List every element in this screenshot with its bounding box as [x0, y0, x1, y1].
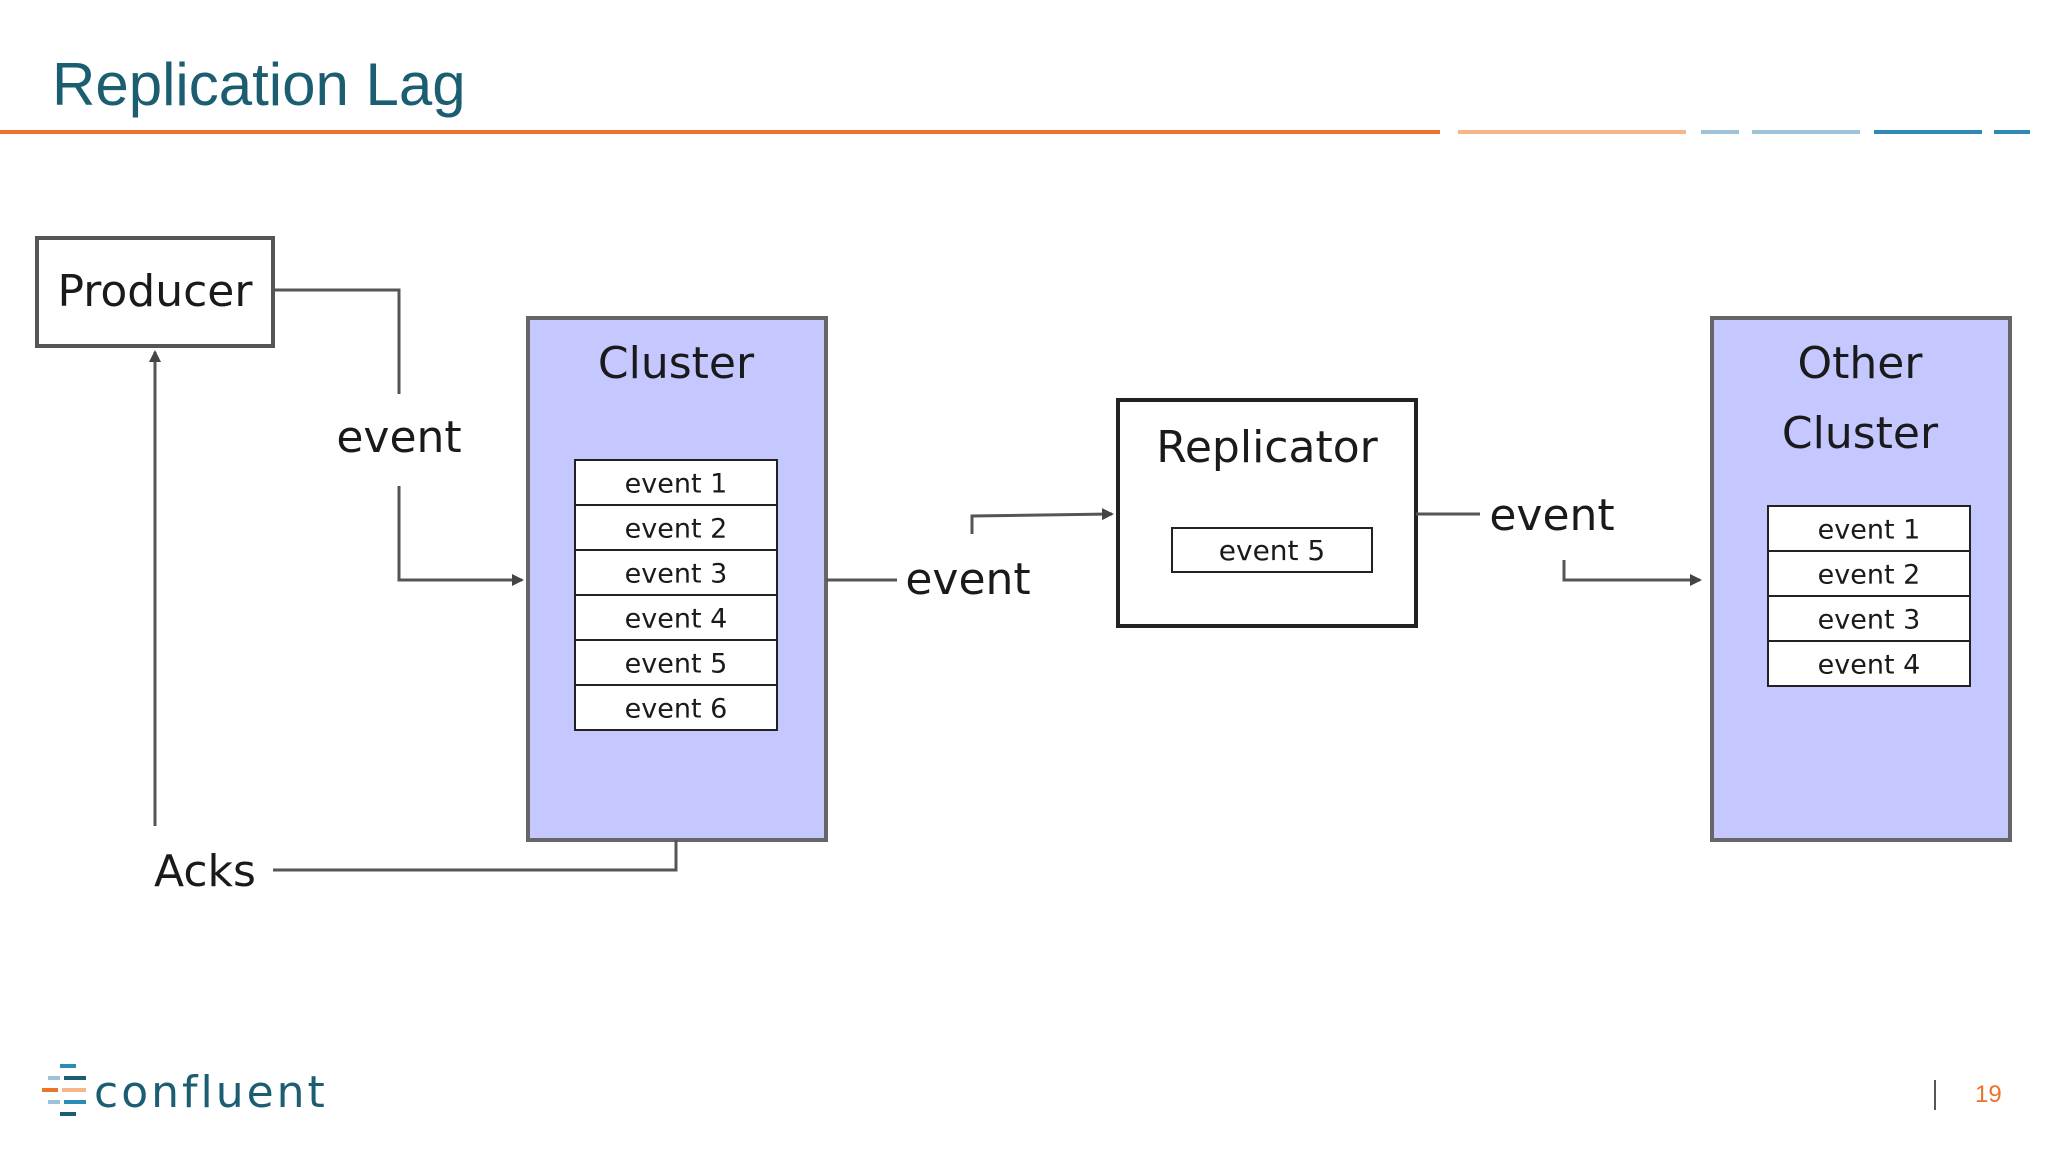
edge-label-event-1: event [336, 412, 461, 463]
event-cell-label: event 6 [625, 693, 728, 724]
event-cell [1767, 550, 1971, 597]
event-cell [574, 504, 778, 551]
event-cell [574, 639, 778, 686]
edge-label-event-3: event [1489, 490, 1614, 541]
producer-label: Producer [58, 266, 254, 317]
edge-replicator-to-other-cluster: event [1416, 490, 1702, 586]
title-rule-segment-5 [1994, 130, 2030, 134]
event-cell [1767, 595, 1971, 642]
event-cell [574, 549, 778, 596]
event-cell-label: event 5 [625, 648, 728, 679]
other-cluster-event-list: event 1 event 2 event 3 event 4 [1767, 505, 1971, 687]
confluent-mark-icon [42, 1064, 86, 1116]
page-number: 19 [1975, 1081, 2002, 1108]
replicator-label: Replicator [1156, 422, 1378, 473]
producer-node: Producer [35, 236, 275, 348]
other-cluster-label-line1: Other [1798, 338, 1924, 389]
event-cell-label: event 3 [625, 558, 728, 589]
title-rule-segment-3 [1752, 130, 1860, 134]
cluster-label: Cluster [598, 338, 755, 389]
event-cell-label: event 4 [1818, 649, 1921, 680]
replicator-node: Replicator event 5 [1116, 398, 1418, 628]
page-title: Replication Lag [52, 51, 466, 118]
logo-wordmark: confluent [94, 1066, 328, 1118]
replicator-event: event 5 [1219, 534, 1325, 567]
event-cell [1767, 505, 1971, 552]
page-number-separator [1934, 1080, 1936, 1110]
event-cell-label: event 4 [625, 603, 728, 634]
event-cell-label: event 1 [1818, 514, 1921, 545]
edge-producer-to-cluster: event [273, 288, 524, 586]
event-cell-label: event 1 [625, 468, 728, 499]
edge-label-event-2: event [905, 554, 1030, 605]
cluster-event-list: event 1 event 2 event 3 event 4 event 5 event… [574, 459, 778, 731]
confluent-logo: confluent [42, 1062, 328, 1122]
event-cell [574, 684, 778, 731]
title-rule-segment-4 [1874, 130, 1982, 134]
event-cell [574, 594, 778, 641]
edge-label-acks: Acks [154, 846, 256, 897]
event-cell-label: event 2 [1818, 559, 1921, 590]
event-cell-label: event 2 [625, 513, 728, 544]
other-cluster-label-line2: Cluster [1782, 408, 1939, 459]
event-cell [1767, 640, 1971, 687]
edge-acks: Acks [149, 350, 678, 897]
event-cell-label: event 3 [1818, 604, 1921, 635]
event-cell [574, 459, 778, 506]
edge-cluster-to-replicator: event [826, 508, 1114, 605]
title-rule-segment-2 [1701, 130, 1739, 134]
title-rule-segment-1 [1458, 130, 1686, 134]
title-rule-main [0, 130, 1440, 134]
